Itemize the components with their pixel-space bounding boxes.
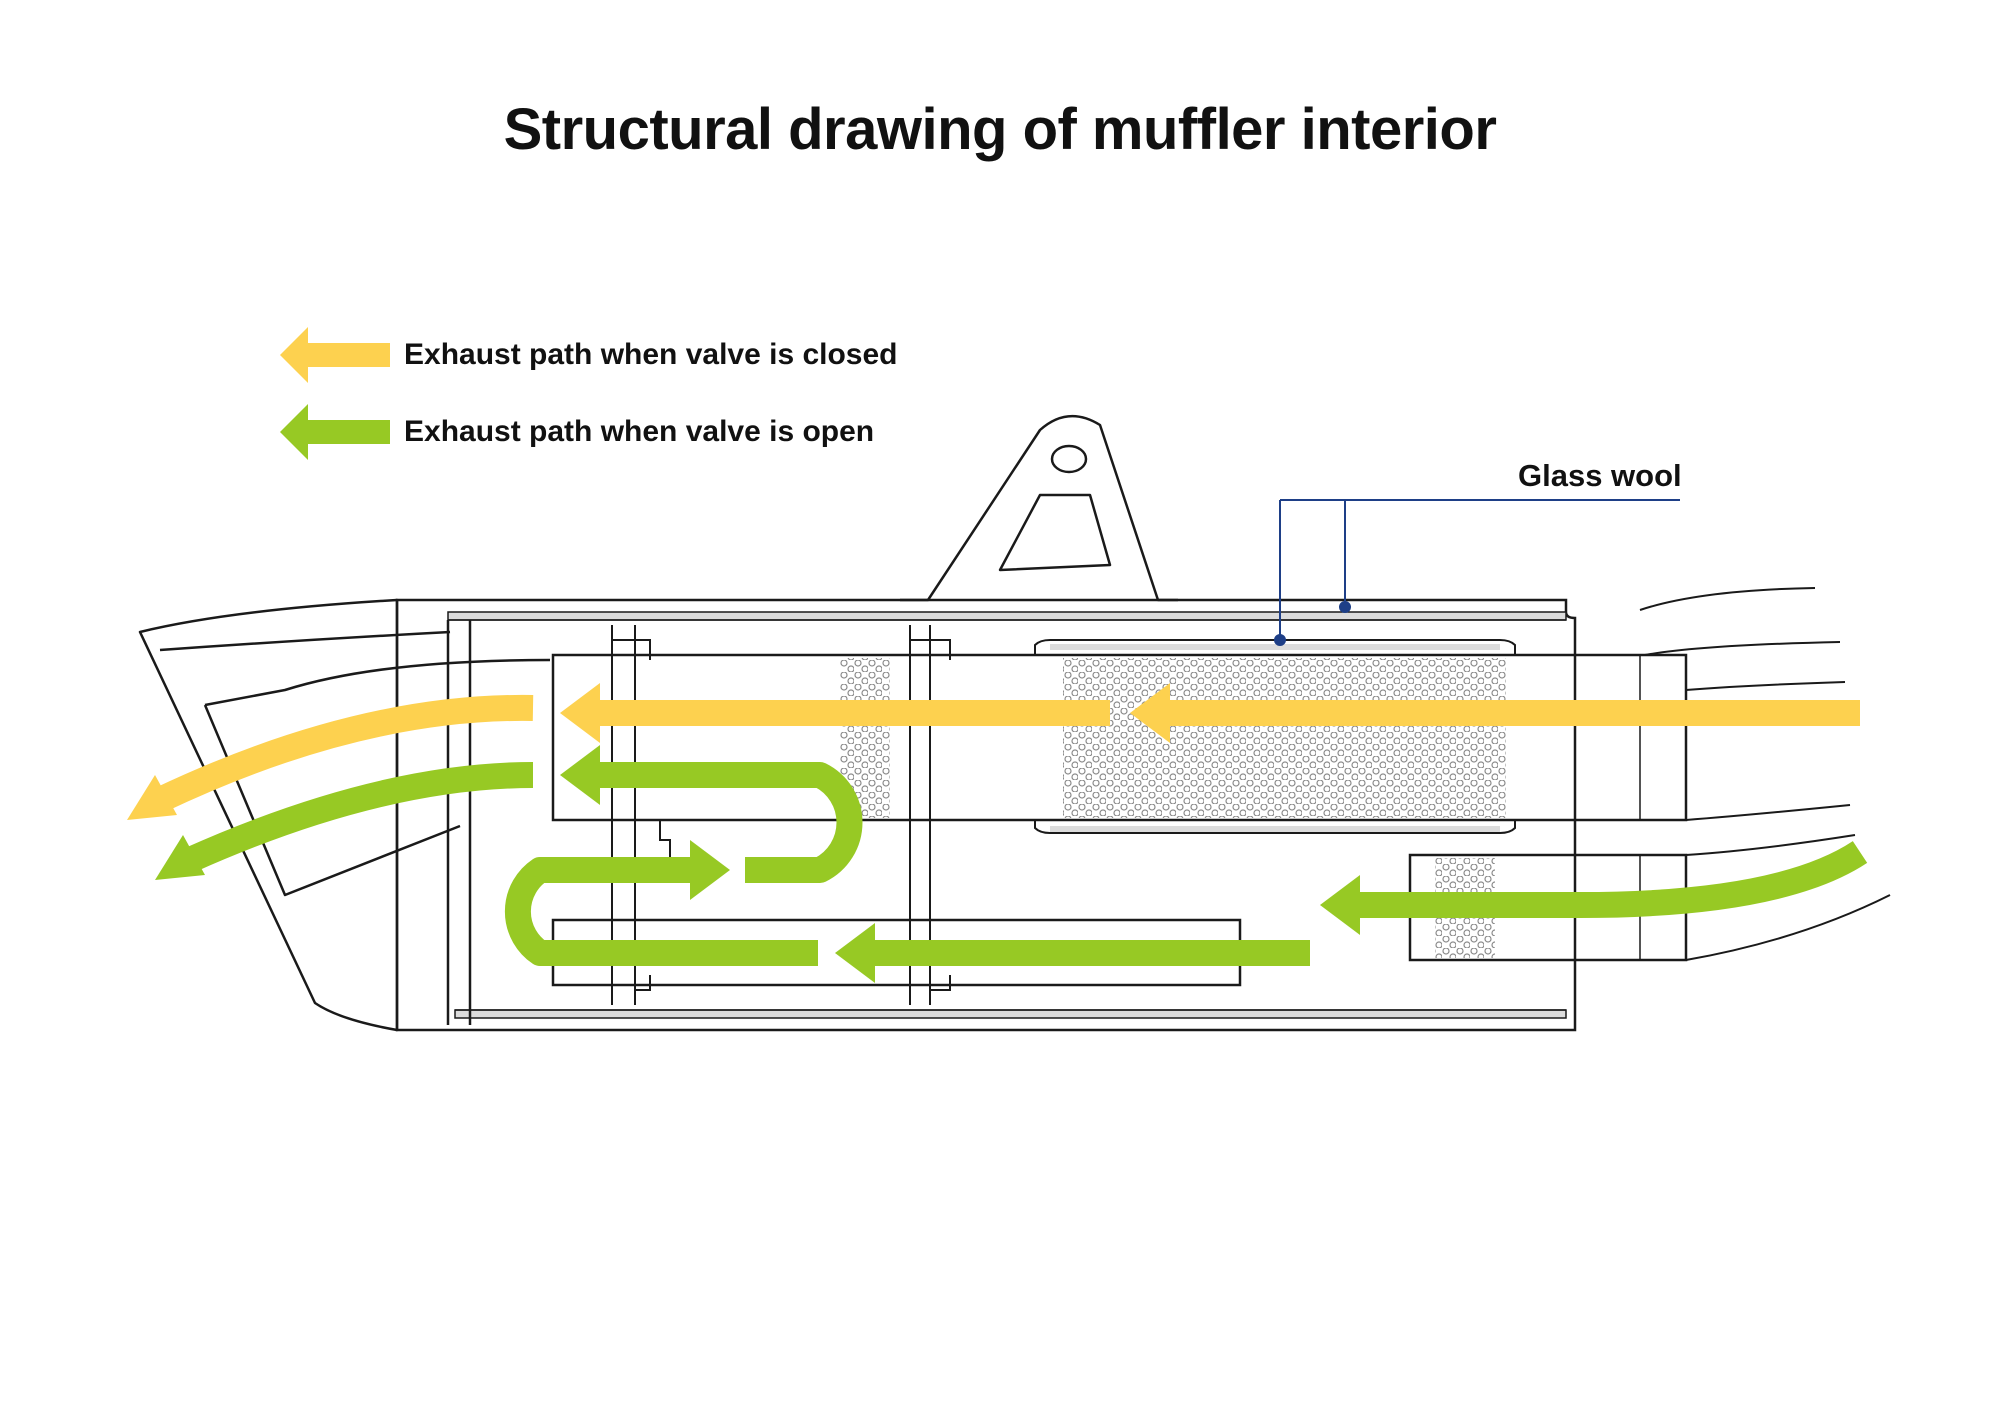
legend-item-open: Exhaust path when valve is open [280,404,874,460]
glass-wool-callout [1274,499,1680,646]
legend-item-closed: Exhaust path when valve is closed [280,327,898,383]
exhaust-path-open [155,745,1868,983]
exhaust-path-closed [127,683,1860,820]
legend-label-open: Exhaust path when valve is open [404,415,875,448]
upper-pipe [551,653,1688,822]
legend-green-arrow-icon [280,404,390,460]
exhaust-end-cap [138,598,551,1032]
diagram-title: Structural drawing of muffler interior [503,97,1497,162]
muffler-outer-shell [395,598,1577,1032]
legend-label-closed: Exhaust path when valve is closed [404,338,898,371]
mounting-bracket [900,414,1178,602]
legend-yellow-arrow-icon [280,327,390,383]
glass-wool-label: Glass wool [1518,458,1682,493]
rear-pipes [1639,587,1891,961]
